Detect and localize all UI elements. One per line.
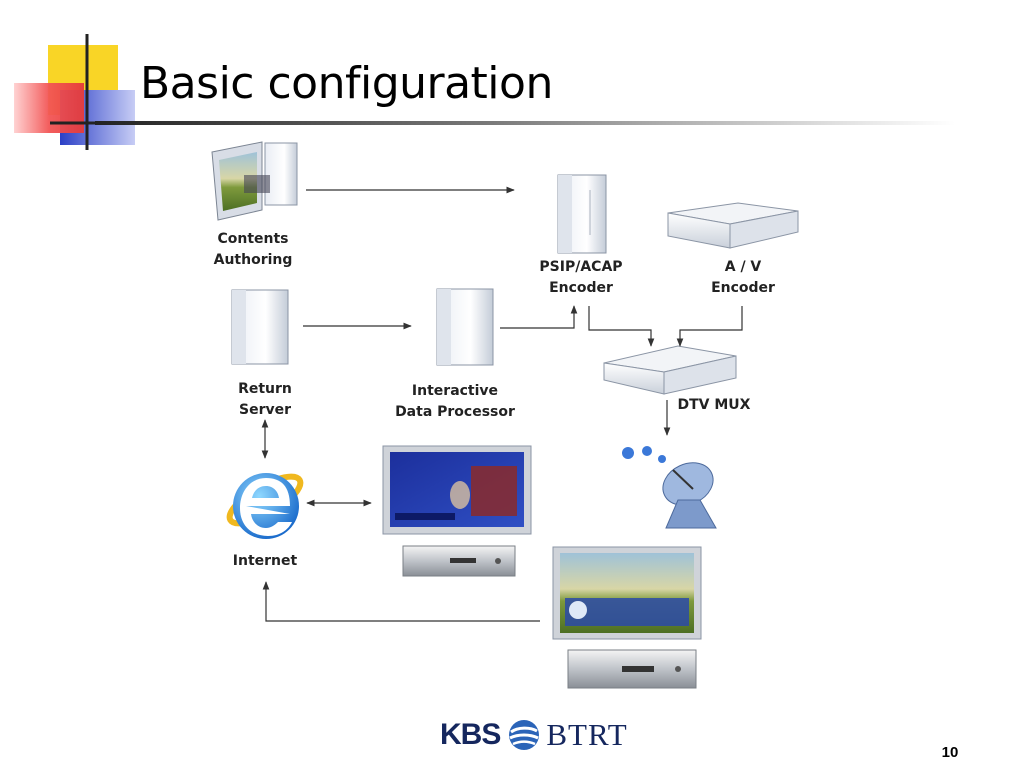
page-number: 10 — [941, 744, 959, 761]
psip-acap-encoder-label: PSIP/ACAP Encoder — [539, 259, 623, 296]
tv-to-internet-arrow — [262, 581, 540, 622]
configuration-diagram — [211, 141, 799, 689]
diagram-arrows — [261, 186, 743, 622]
btrt-logo-text: BTRT — [546, 717, 628, 752]
av-encoder-icon — [667, 202, 799, 249]
slide-title: Basic configuration — [140, 58, 553, 109]
return-server-label: Return Server — [238, 381, 292, 418]
red-square — [14, 83, 84, 133]
internet-label: Internet — [232, 553, 298, 569]
interactive-data-processor-icon — [436, 288, 494, 366]
set-top-box-icon — [402, 545, 516, 577]
psip-acap-encoder-icon — [557, 174, 607, 254]
set-top-box-icon — [567, 649, 697, 689]
processor-to-psip-arrow — [500, 305, 578, 329]
kbs-logo-text: KBS — [440, 718, 501, 751]
interactive-tv-icon — [382, 445, 532, 535]
kbs-globe-icon — [509, 720, 540, 750]
kbs-btrt-logo: KBS BTRT — [440, 716, 628, 754]
av-encoder-label: A / V Encoder — [711, 259, 775, 296]
broadcast-tv-icon — [552, 546, 702, 640]
dtv-mux-label: DTV MUX — [677, 397, 751, 413]
internet-explorer-icon — [226, 473, 304, 539]
psip-to-mux-arrow — [588, 306, 655, 347]
title-corner-decoration — [14, 34, 150, 150]
return-server-icon — [231, 289, 289, 365]
av-to-mux-arrow — [676, 306, 743, 347]
interactive-data-processor-label: Interactive Data Processor — [395, 383, 515, 420]
satellite-dish-icon — [622, 446, 717, 529]
dtv-mux-icon — [603, 345, 737, 395]
title-underline — [95, 121, 955, 125]
contents-authoring-label: Contents Authoring — [213, 231, 293, 268]
authoring-workstation-icon — [211, 141, 298, 221]
